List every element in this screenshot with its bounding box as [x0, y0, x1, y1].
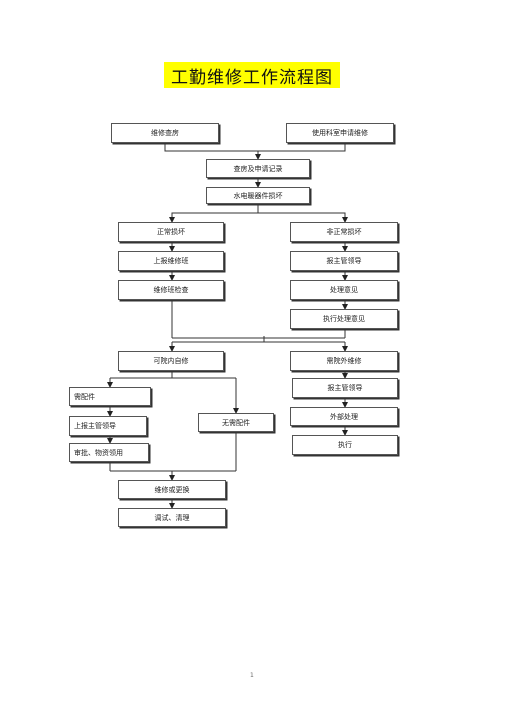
node-report-leader-right: 报主管领导	[290, 251, 398, 271]
node-room-check: 维修查房	[111, 123, 219, 143]
node-debug-clean: 调试、清理	[118, 508, 226, 527]
node-need-parts: 需配件	[69, 387, 151, 406]
node-self-repair: 可院内自修	[118, 351, 224, 371]
node-outside-repair: 需院外维修	[290, 351, 398, 371]
node-execute: 执行	[292, 435, 398, 455]
page-title: 工勤维修工作流程图	[164, 62, 340, 88]
node-approve-materials: 审批、物资领用	[69, 443, 149, 462]
node-handling-opinion: 处理意见	[290, 280, 398, 300]
node-repair-replace: 维修或更换	[118, 480, 226, 499]
node-report-leader-left: 上报主管领导	[69, 416, 147, 436]
node-report-team: 上报维修班	[118, 251, 224, 271]
node-team-check: 维修班检查	[118, 280, 224, 300]
node-abnormal-damage: 非正常损坏	[290, 222, 398, 242]
node-external-handling: 外部处理	[290, 407, 398, 426]
page-number: 1	[250, 672, 254, 679]
node-record: 查房及申请记录	[206, 159, 310, 178]
node-report-leader-outside: 报主管领导	[292, 378, 398, 398]
node-damage: 水电暖器件损坏	[206, 187, 310, 204]
node-execute-opinion: 执行处理意见	[290, 309, 398, 329]
node-normal-damage: 正常损坏	[118, 222, 224, 242]
node-no-parts: 无需配件	[198, 413, 274, 432]
node-dept-request: 使用科室申请维修	[286, 123, 394, 143]
